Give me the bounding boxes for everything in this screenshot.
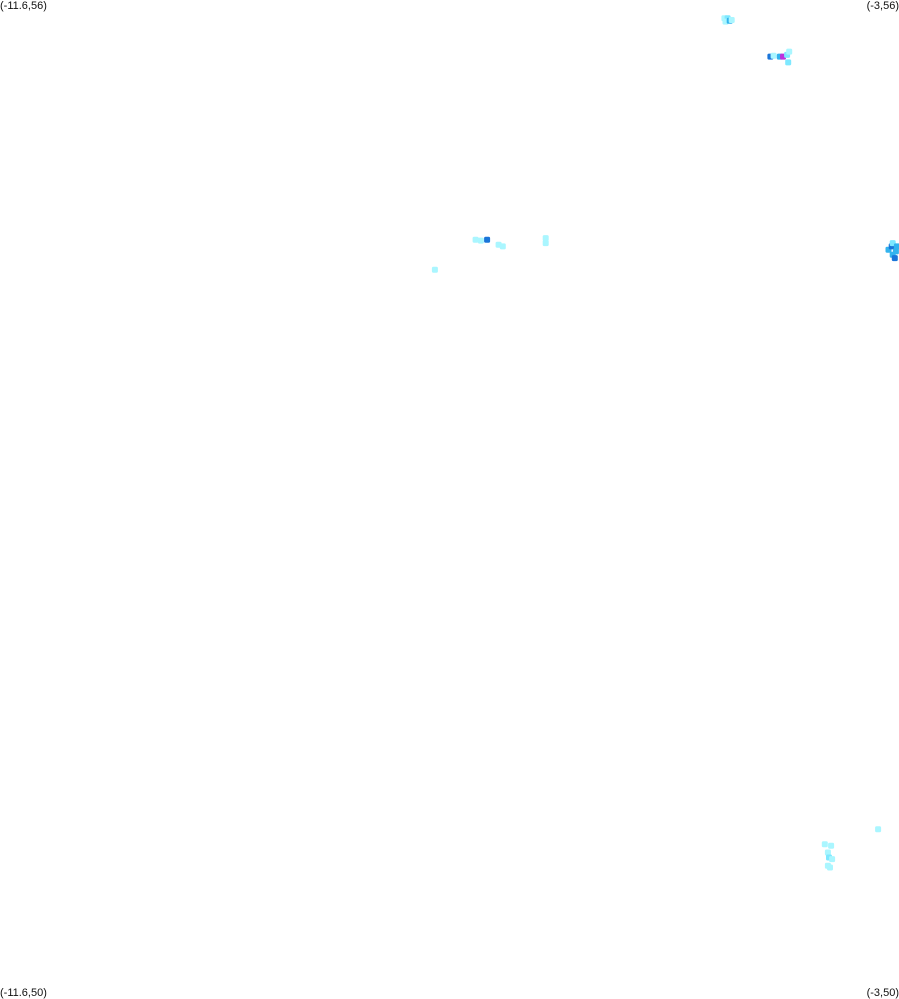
corner-label-bottom-right: (-3,50) bbox=[866, 987, 899, 999]
intensity-cell bbox=[472, 236, 479, 243]
intensity-cell bbox=[828, 842, 835, 849]
corner-label-top-left: (-11.6,56) bbox=[0, 0, 47, 12]
corner-label-top-right: (-3,56) bbox=[866, 0, 899, 12]
intensity-cell bbox=[477, 237, 484, 244]
intensity-cell bbox=[431, 266, 438, 273]
corner-label-bottom-left: (-11.6,50) bbox=[0, 987, 47, 999]
intensity-cell bbox=[786, 48, 793, 55]
intensity-cell bbox=[484, 236, 491, 243]
intensity-cell bbox=[875, 826, 882, 833]
intensity-cell bbox=[821, 841, 828, 848]
intensity-cell bbox=[499, 243, 506, 250]
intensity-cell bbox=[827, 864, 833, 871]
intensity-cell bbox=[892, 248, 899, 255]
intensity-cell bbox=[829, 856, 836, 863]
intensity-cell bbox=[891, 255, 898, 262]
intensity-cell bbox=[785, 59, 792, 66]
intensity-cell bbox=[824, 849, 831, 856]
intensity-cell bbox=[893, 243, 899, 250]
intensity-cell bbox=[728, 17, 735, 23]
intensity-cell bbox=[542, 240, 549, 247]
intensity-cell bbox=[770, 52, 777, 59]
intensity-cell bbox=[542, 235, 549, 242]
